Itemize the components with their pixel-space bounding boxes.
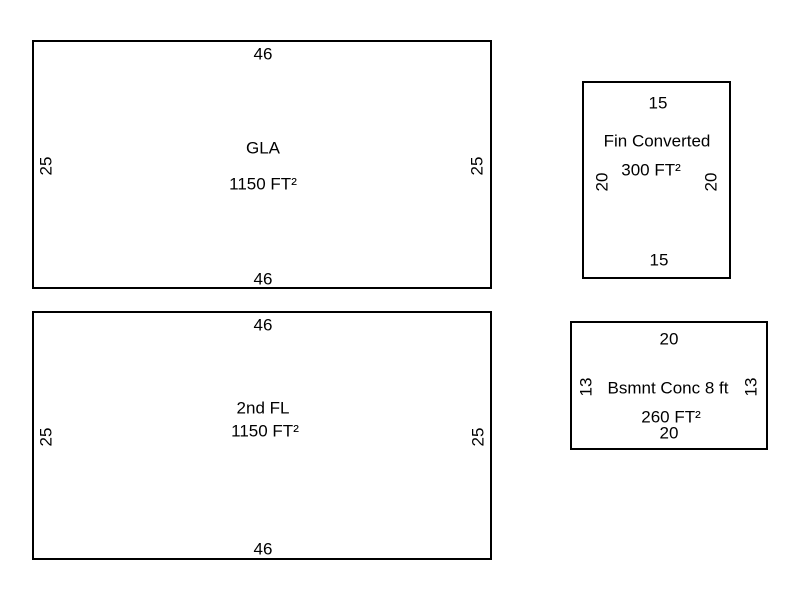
room-box-second-floor: 46 2nd FL 1150 FT² 25 25 46 [32, 311, 492, 560]
room-box-fin-converted: 15 Fin Converted 300 FT² 20 20 15 [582, 81, 731, 279]
room-box-bsmnt-conc: 20 13 Bsmnt Conc 8 ft 13 260 FT² 20 [570, 321, 768, 450]
dimension-label-right: 25 [467, 156, 487, 176]
dimension-label-bottom: 20 [659, 423, 679, 443]
room-label: 2nd FL [236, 398, 290, 418]
dimension-label-bottom: 46 [253, 269, 273, 289]
room-area-label: 300 FT² [621, 160, 681, 180]
room-area-label: 1150 FT² [229, 174, 297, 194]
dimension-label-top: 46 [253, 44, 273, 64]
room-label: GLA [245, 138, 281, 158]
room-box-gla: 46 GLA 1150 FT² 25 25 46 [32, 40, 492, 289]
room-area-label: 1150 FT² [231, 421, 299, 441]
room-label: Bsmnt Conc 8 ft [607, 378, 729, 398]
room-area-label: 260 FT² [641, 407, 701, 427]
dimension-label-right: 13 [741, 377, 761, 397]
dimension-label-right: 25 [468, 427, 488, 447]
dimension-label-left: 25 [36, 156, 56, 176]
dimension-label-left: 13 [576, 377, 596, 397]
dimension-label-bottom: 46 [253, 539, 273, 559]
dimension-label-left: 20 [592, 172, 612, 192]
dimension-label-left: 25 [36, 427, 56, 447]
dimension-label-top: 46 [253, 315, 273, 335]
dimension-label-bottom: 15 [649, 250, 669, 270]
dimension-label-top: 20 [659, 329, 679, 349]
room-label: Fin Converted [603, 131, 711, 151]
dimension-label-right: 20 [701, 172, 721, 192]
dimension-label-top: 15 [648, 93, 668, 113]
